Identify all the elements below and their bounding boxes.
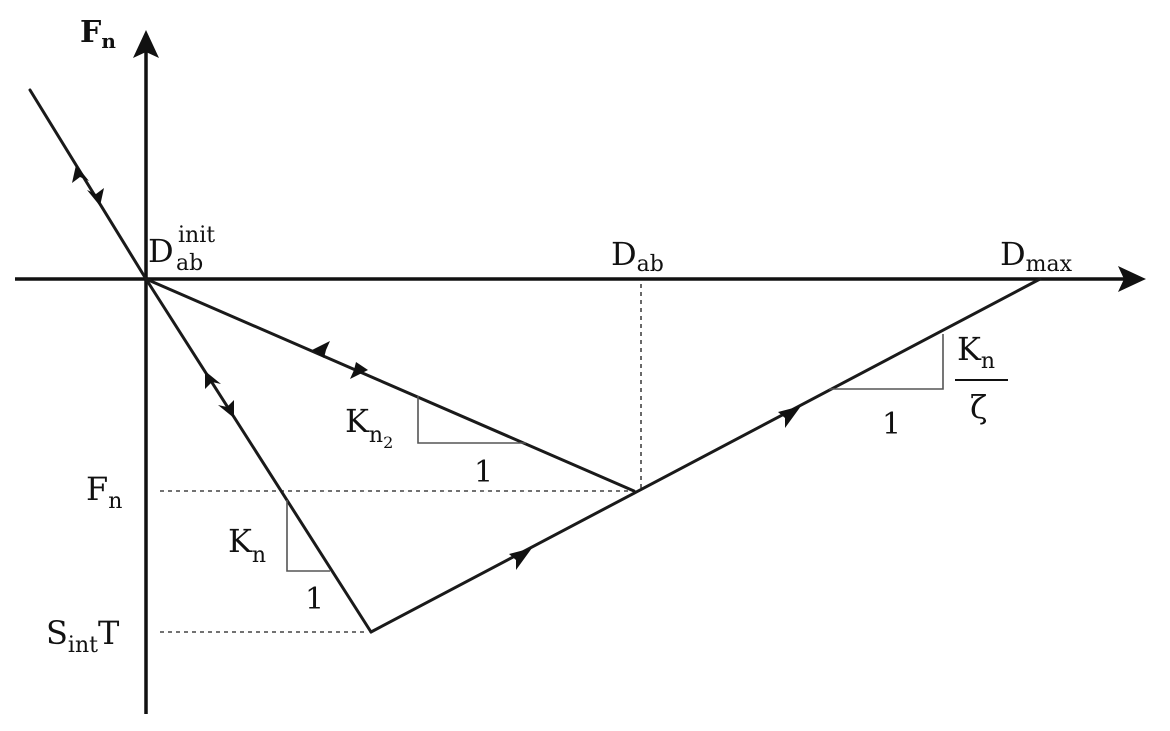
label-f-n: Fn bbox=[86, 470, 122, 514]
kn2-slope-triangle bbox=[417, 396, 526, 444]
label-d-max: Dmax bbox=[1000, 235, 1073, 277]
label-kn-zeta-num: Kn bbox=[957, 330, 995, 374]
kn-slope-triangle bbox=[286, 500, 330, 572]
x-axis-arrowhead bbox=[1118, 266, 1146, 292]
loading-line-kn bbox=[144, 277, 373, 634]
label-d-ab: Dab bbox=[611, 235, 664, 277]
label-d-ab-init-sup: init bbox=[178, 223, 215, 248]
label-s-int-t: SintT bbox=[46, 614, 120, 658]
double-arrow-upper-up bbox=[72, 165, 89, 183]
label-d-ab-init: D bbox=[148, 232, 174, 270]
elastic-upper-line bbox=[28, 88, 148, 281]
double-arrow-kn2-left bbox=[312, 341, 330, 358]
unloading-line-kn2 bbox=[144, 277, 636, 493]
y-axis-title: Fn bbox=[80, 15, 116, 53]
double-arrow-upper-down bbox=[87, 188, 104, 206]
label-d-ab-init-sub: ab bbox=[176, 251, 203, 276]
label-kn2: Kn2 bbox=[345, 402, 393, 452]
label-kn-run: 1 bbox=[305, 582, 324, 617]
kn-zeta-slope-triangle bbox=[829, 334, 944, 390]
label-kn-zeta-run: 1 bbox=[882, 407, 901, 442]
forward-arrow-upper bbox=[778, 406, 801, 428]
label-kn-zeta-den: ζ bbox=[970, 388, 987, 426]
y-axis-arrowhead bbox=[133, 30, 159, 58]
double-arrow-kn-up bbox=[205, 371, 221, 389]
direction-arrows bbox=[72, 165, 801, 570]
softening-line bbox=[369, 277, 1042, 634]
label-kn: Kn bbox=[228, 522, 266, 568]
label-kn2-run: 1 bbox=[474, 455, 493, 490]
forward-arrow-lower bbox=[509, 548, 532, 570]
double-arrow-kn-down bbox=[218, 400, 234, 418]
double-arrow-kn2-right bbox=[350, 362, 368, 379]
